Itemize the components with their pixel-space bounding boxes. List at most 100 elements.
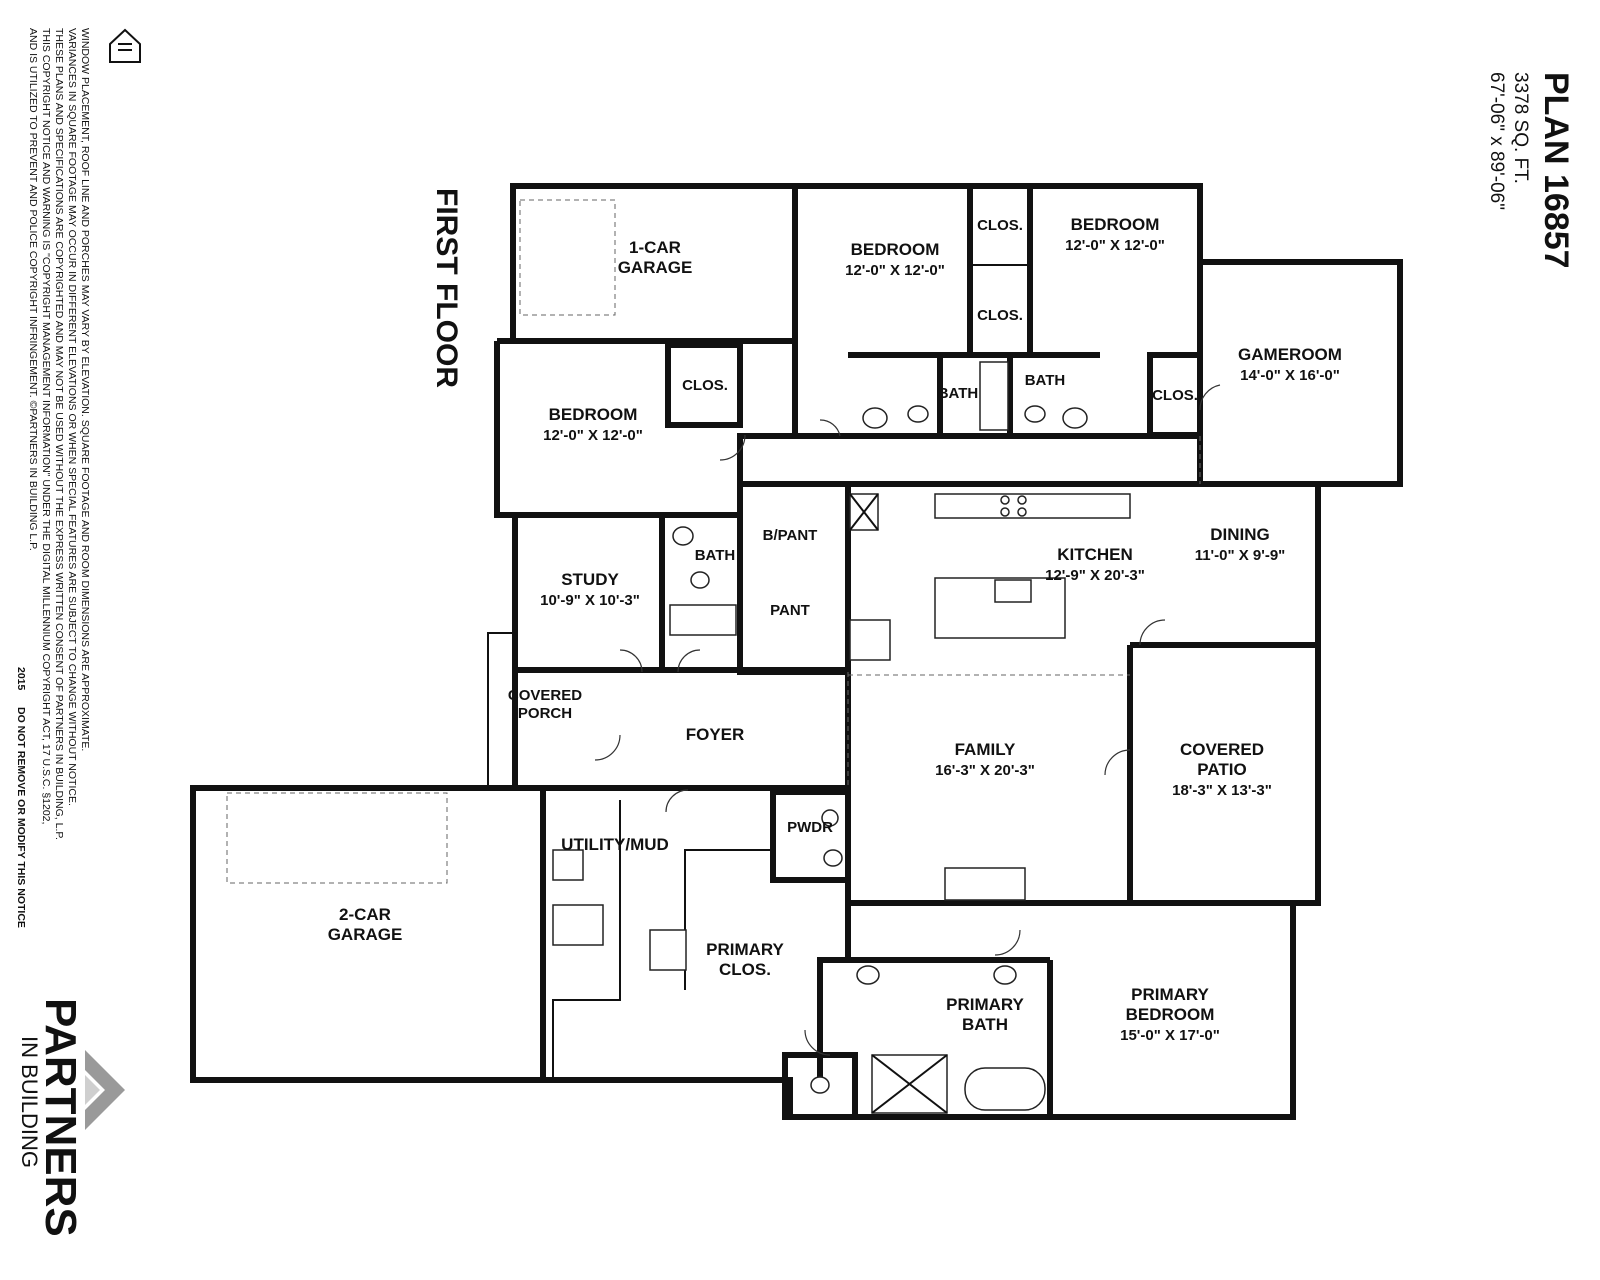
note-line: THESE PLANS AND SPECIFICATIONS ARE COPYR…	[53, 28, 65, 840]
note-line: VARIANCES IN SQUARE FOOTAGE MAY OCCUR IN…	[66, 28, 78, 806]
wall-pwdr	[770, 789, 851, 883]
equal-housing-icon	[109, 28, 141, 63]
room-name: CLOS.	[977, 307, 1023, 324]
counter-top	[934, 493, 1131, 519]
room-name: CLOS.	[682, 377, 728, 394]
brand-name: PARTNERS	[36, 998, 85, 1237]
toilet-icon	[823, 849, 843, 867]
dashed-lines	[226, 199, 1201, 884]
room-name: BATH	[695, 547, 736, 564]
room-name: BEDROOM	[549, 405, 638, 424]
doors	[594, 384, 1221, 1056]
wall-gameroom-clos	[1147, 352, 1203, 438]
room-name: BEDROOM	[851, 240, 940, 259]
room-size: 11'-0" X 9'-9"	[1195, 547, 1286, 564]
door-swing-icon	[1104, 749, 1131, 776]
room-name: PWDR	[787, 819, 833, 836]
room-size: 12'-0" X 12'-0"	[1065, 237, 1165, 254]
counter-side	[849, 619, 891, 661]
cooktop-icon	[1000, 507, 1010, 517]
wall-2car-garage	[190, 785, 546, 1083]
sink-icon	[856, 965, 880, 985]
note-line: WINDOW PLACEMENT, ROOF LINE AND PORCHES …	[79, 28, 91, 751]
bathtub-icon	[979, 361, 1009, 431]
room-name: GAMEROOM	[1238, 345, 1342, 364]
room-name: CLOS.	[719, 960, 771, 979]
cooktop-icon	[1017, 507, 1027, 517]
room-name: COVERED	[508, 687, 582, 704]
sink-icon	[993, 965, 1017, 985]
room-name: UTILITY/MUD	[561, 835, 669, 854]
room-size: 15'-0" X 17'-0"	[1120, 1027, 1220, 1044]
walls	[190, 183, 1403, 1120]
room-name: GARAGE	[328, 925, 403, 944]
notice-warning: DO NOT REMOVE OR MODIFY THIS NOTICE	[15, 707, 27, 928]
room-size: 12'-9" X 20'-3"	[1045, 567, 1145, 584]
room-name: BEDROOM	[1126, 1005, 1215, 1024]
washer-icon	[552, 904, 604, 946]
door-swing-icon	[804, 1029, 831, 1056]
room-labels: 1-CAR GARAGE BEDROOM 12'-0" X 12'-0" BED…	[328, 215, 1342, 1044]
room-name: BEDROOM	[1071, 215, 1160, 234]
fixtures	[552, 361, 1131, 1114]
plan-dimensions: 67'-06" x 89'-06"	[1486, 72, 1507, 210]
door-swing-icon	[677, 649, 701, 673]
room-name: PRIMARY	[946, 995, 1024, 1014]
freestanding-tub-icon	[964, 1067, 1046, 1111]
wall-bedroom-clos	[665, 342, 743, 428]
room-name: 1-CAR	[629, 238, 681, 257]
door-swing-icon	[1199, 384, 1221, 411]
plan-title: PLAN 16857	[1537, 72, 1575, 269]
notice-year: 2015	[15, 667, 27, 691]
bathtub-icon	[669, 604, 737, 636]
dryer-icon	[649, 929, 687, 971]
door-swing-icon	[619, 649, 643, 673]
plan-header: PLAN 16857 3378 SQ. FT. 67'-06" x 89'-06…	[1486, 72, 1575, 269]
door-swing-icon	[1139, 619, 1166, 646]
sink-icon	[1062, 407, 1088, 429]
door-swing-icon	[994, 929, 1021, 956]
room-name: COVERED	[1180, 740, 1264, 759]
brand-tagline: IN BUILDING	[17, 1036, 42, 1168]
room-name: BATH	[1025, 372, 1066, 389]
room-name: PRIMARY	[1131, 985, 1209, 1004]
door-swing-icon	[665, 789, 689, 813]
chevron-logo-icon	[85, 1050, 125, 1130]
cooktop-icon	[1017, 495, 1027, 505]
room-size: 16'-3" X 20'-3"	[935, 762, 1035, 779]
room-name: GARAGE	[618, 258, 693, 277]
toilet-icon	[690, 571, 710, 589]
sink-icon	[672, 526, 694, 546]
room-name: PORCH	[518, 705, 572, 722]
cooktop-icon	[1000, 495, 1010, 505]
note-line: THIS COPYRIGHT NOTICE AND WARNING IS "CO…	[40, 28, 52, 824]
brand-logo: PARTNERS IN BUILDING	[17, 998, 125, 1237]
room-name: CLOS.	[977, 217, 1023, 234]
wall-wc	[782, 1052, 858, 1120]
room-size: 14'-0" X 16'-0"	[1240, 367, 1340, 384]
room-name: FAMILY	[955, 740, 1016, 759]
room-name: DINING	[1210, 525, 1270, 544]
floor-label: FIRST FLOOR	[430, 188, 463, 388]
wall-pantry	[737, 481, 851, 675]
porch-column	[487, 632, 516, 789]
room-name: PANT	[770, 602, 810, 619]
room-size: 10'-9" X 10'-3"	[540, 592, 640, 609]
sink-icon	[994, 579, 1032, 603]
sink-icon	[862, 407, 888, 429]
room-size: 12'-0" X 12'-0"	[543, 427, 643, 444]
copyright-notes: WINDOW PLACEMENT, ROOF LINE AND PORCHES …	[27, 28, 91, 840]
room-size: 18'-3" X 13'-3"	[1172, 782, 1272, 799]
room-name: BATH	[962, 1015, 1008, 1034]
room-name: KITCHEN	[1057, 545, 1133, 564]
room-name: PATIO	[1197, 760, 1246, 779]
sink-icon	[821, 809, 839, 827]
toilet-icon	[907, 405, 929, 423]
plan-sqft: 3378 SQ. FT.	[1510, 72, 1531, 184]
room-name: 2-CAR	[339, 905, 391, 924]
room-name: PRIMARY	[706, 940, 784, 959]
toilet-icon	[1024, 405, 1046, 423]
note-line: AND IS UTILIZED TO PREVENT AND POLICE CO…	[27, 28, 39, 551]
fireplace-icon	[944, 867, 1026, 901]
